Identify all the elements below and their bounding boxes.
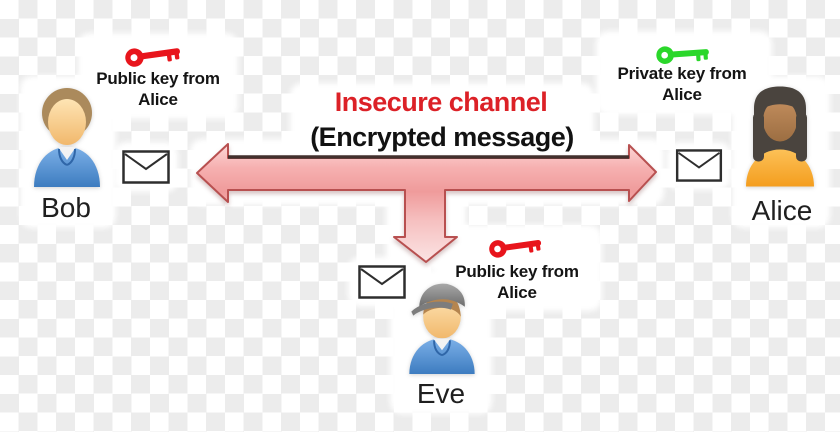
bob-avatar: [34, 88, 100, 187]
alice-name-label: Alice: [751, 195, 813, 226]
diagram-title: Insecure channel: [334, 87, 548, 117]
diagram-subtitle: (Encrypted message): [310, 122, 574, 152]
bob-key-caption: Public key from Alice: [96, 69, 220, 109]
bob-name-label: Bob: [41, 192, 91, 223]
eve-key-caption: Public key from Alice: [455, 262, 579, 302]
alice-avatar: [746, 86, 814, 187]
envelope-icon: [358, 265, 406, 299]
insecure-channel-arrow-icon: [196, 143, 657, 263]
background-halo-bob-key: [78, 33, 238, 119]
alice-key-caption: Private key from Alice: [617, 64, 747, 104]
eve-name-label: Eve: [416, 378, 466, 409]
envelope-icon: [122, 150, 170, 184]
red-key-icon: [125, 48, 180, 67]
eve-avatar: [409, 283, 475, 374]
envelope-icon: [675, 149, 723, 182]
green-key-icon: [656, 46, 709, 64]
red-key-icon: [489, 240, 542, 258]
